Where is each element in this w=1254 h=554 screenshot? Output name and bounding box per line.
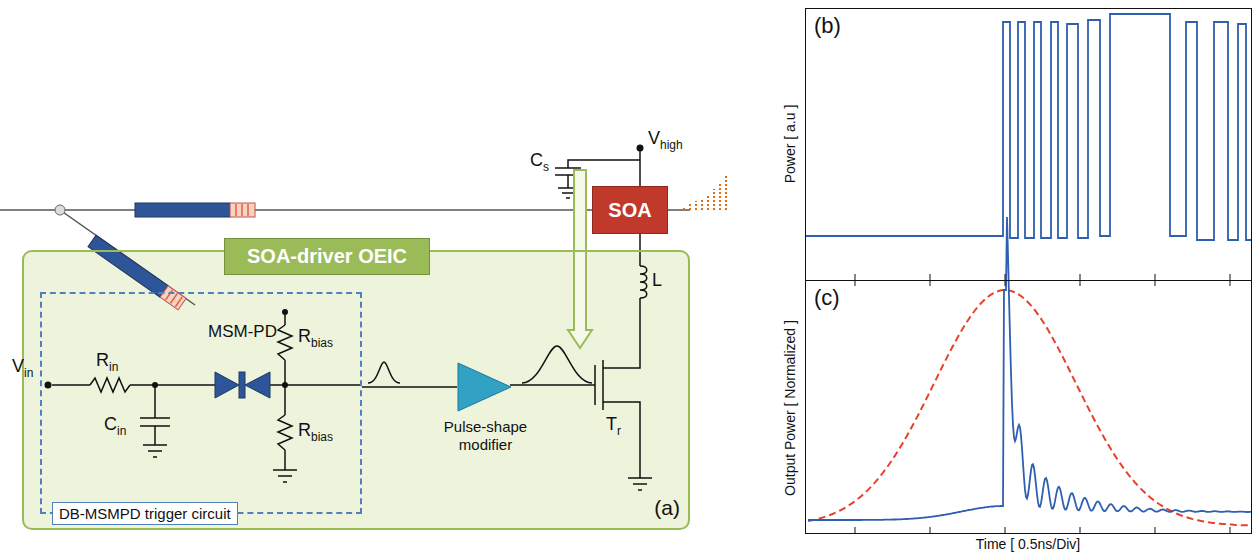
label-text: R xyxy=(298,420,311,440)
plot-panel: (c) xyxy=(805,280,1252,534)
plot-panel: (b) xyxy=(805,8,1252,281)
label-subscript: in xyxy=(117,424,126,438)
label-text: T xyxy=(606,414,617,434)
capacitor-label: Cs xyxy=(530,150,549,171)
input-terminal xyxy=(45,382,52,389)
oeic-panel: (a)SOA-driver OEICDB-MSMPD trigger circu… xyxy=(22,250,690,530)
resistor-label: Rbias xyxy=(298,326,333,347)
junction xyxy=(152,382,158,388)
label-subscript: bias xyxy=(311,336,333,350)
signal-head xyxy=(230,203,255,217)
label-subscript: high xyxy=(660,138,683,152)
trigger-wires xyxy=(52,312,360,482)
label-text: R xyxy=(96,350,109,370)
panel-fill xyxy=(22,250,690,530)
node-text: SOA xyxy=(608,199,651,222)
soa-box: SOA xyxy=(592,186,668,234)
trace-c-envelope xyxy=(808,290,1252,526)
label-subscript: r xyxy=(617,424,621,438)
node-text: Pulse-shape modifier xyxy=(433,418,538,454)
oeic-banner: SOA-driver OEIC xyxy=(224,238,430,275)
trigger-circuit-box: DB-MSMPD trigger circuit xyxy=(40,292,362,514)
axis-label: Power [ a.u ] xyxy=(782,105,798,184)
msm-pd-symbol xyxy=(215,372,270,398)
pulse-shape-modifier: Pulse-shape modifier xyxy=(457,362,512,412)
label-subscript: bias xyxy=(311,430,333,444)
amplifier-triangle xyxy=(457,362,512,412)
transistor-label: Tr xyxy=(606,414,621,435)
node-text: (c) xyxy=(814,285,840,311)
signal-hatch xyxy=(236,204,248,216)
output-pulses xyxy=(684,176,726,210)
tapped-signal xyxy=(88,235,186,310)
label-text: Output Power [ Normalized ] xyxy=(782,320,798,496)
node-text: (a) xyxy=(654,496,680,520)
label-text: L xyxy=(652,270,662,290)
junction xyxy=(282,382,288,388)
component-label: MSM-PD xyxy=(208,322,277,342)
axis-label: Time [ 0.5ns/Div] xyxy=(976,536,1081,552)
label-text: C xyxy=(530,150,543,170)
label-text: Power [ a.u ] xyxy=(782,105,798,184)
label-subscript: s xyxy=(543,160,549,174)
label-text: C xyxy=(104,414,117,434)
node-text: SOA-driver OEIC xyxy=(247,245,407,268)
supply-terminal xyxy=(637,145,644,152)
label-text: V xyxy=(648,128,660,148)
current-arrow xyxy=(568,170,592,348)
inductor-label: L xyxy=(652,270,662,291)
short-pulse xyxy=(368,362,400,383)
input-label: Vin xyxy=(12,356,33,377)
resistor-label: Rbias xyxy=(298,420,333,441)
supply-label: Vhigh xyxy=(648,128,683,149)
signal-wire xyxy=(362,386,457,388)
label-text: MSM-PD xyxy=(208,322,277,341)
capacitor-label: Cin xyxy=(104,414,126,435)
label-text: Time [ 0.5ns/Div] xyxy=(976,536,1081,552)
splitter xyxy=(55,205,65,215)
trace-b xyxy=(806,14,1252,240)
resistor-label: Rin xyxy=(96,350,118,371)
node-text: (b) xyxy=(814,13,841,39)
optical-signal xyxy=(135,203,230,217)
node-text: DB-MSMPD trigger circuit xyxy=(52,502,238,525)
bias-terminal xyxy=(282,309,288,315)
label-subscript: in xyxy=(24,366,33,380)
label-text: V xyxy=(12,356,24,376)
label-text: R xyxy=(298,326,311,346)
axis-label: Output Power [ Normalized ] xyxy=(782,320,798,496)
trace-c xyxy=(808,217,1252,520)
axis-ticks xyxy=(855,274,1230,533)
label-subscript: in xyxy=(109,360,118,374)
gate-wires xyxy=(510,234,652,490)
